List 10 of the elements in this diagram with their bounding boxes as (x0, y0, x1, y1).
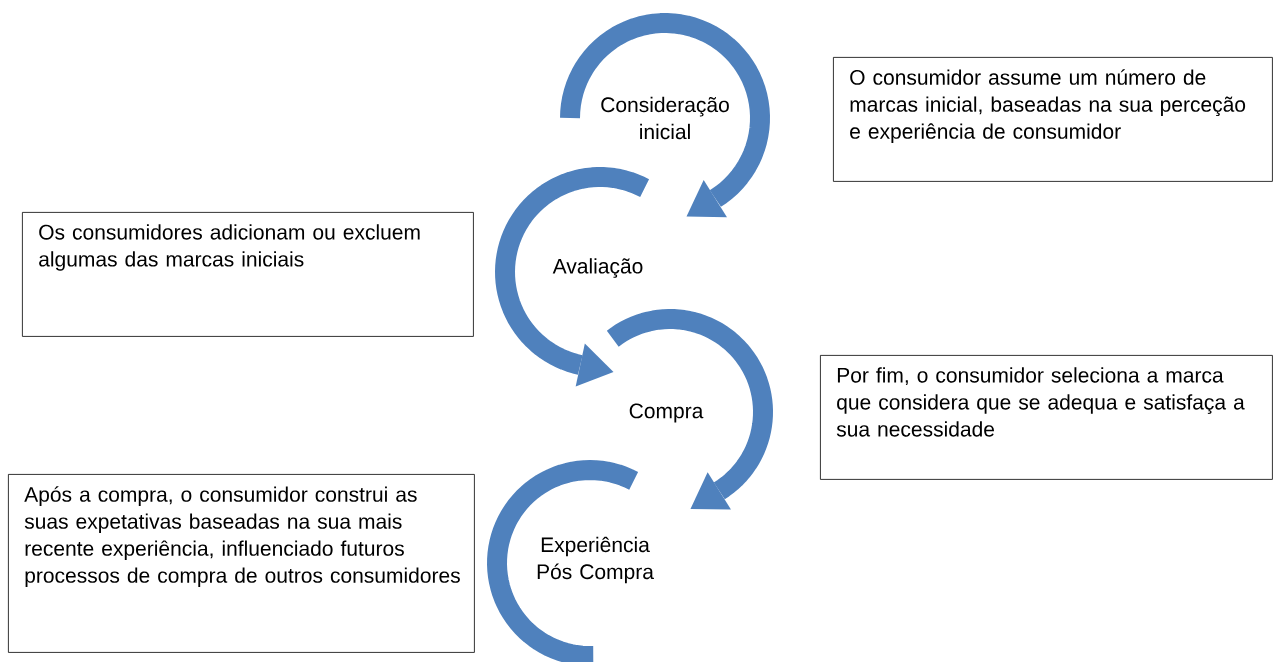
text-box: O consumidor assume um número de marcas inicial, baseadas na sua perceção e experiência de consumidor (833, 57, 1273, 182)
stage-ring: Consideração inicial (560, 13, 770, 218)
node-label: Consideração inicial (601, 96, 729, 140)
text-box: Os consumidores adicionam ou excluem algumas das marcas iniciais (22, 212, 474, 337)
text-box: Após a compra, o consumidor construi as suas expetativas baseadas na sua mais recente experiência, influenciado futuros processos de compra de outros consumidores (8, 474, 475, 653)
stage-ring: Compra (606, 309, 773, 510)
node-label: Compra (629, 403, 704, 423)
node-label: Avaliação (552, 258, 643, 278)
text-box: Por fim, o consumidor seleciona a marca que considera que se adequa e satisfaça a sua necessidade (820, 355, 1273, 480)
stage-ring: Avaliação (495, 167, 650, 387)
